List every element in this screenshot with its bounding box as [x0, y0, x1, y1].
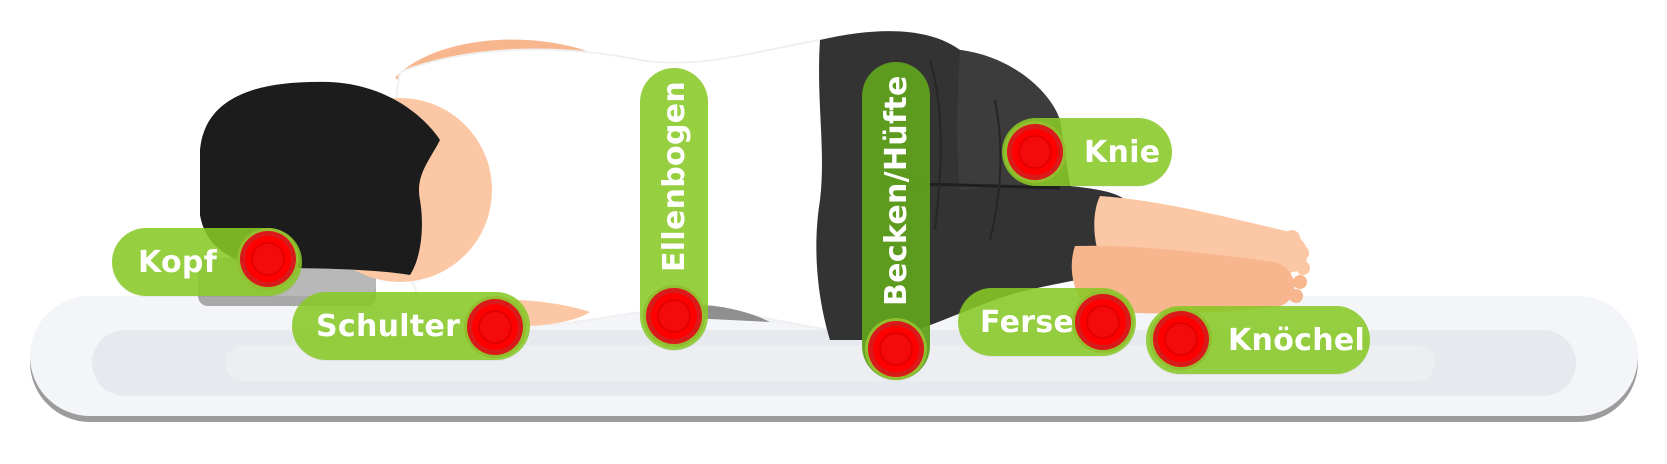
- pressure-point-ferse: [1072, 291, 1134, 353]
- pressure-point-kopf: [237, 228, 299, 290]
- pressure-point-schulter: [464, 296, 526, 358]
- pressure-point-ellenbogen: [643, 285, 705, 347]
- pressure-point-knie: [1004, 121, 1066, 183]
- feet: [1071, 196, 1310, 314]
- pressure-point-knoechel: [1150, 308, 1212, 370]
- pressure-point-becken-huefte: [865, 318, 927, 380]
- head: [200, 81, 492, 282]
